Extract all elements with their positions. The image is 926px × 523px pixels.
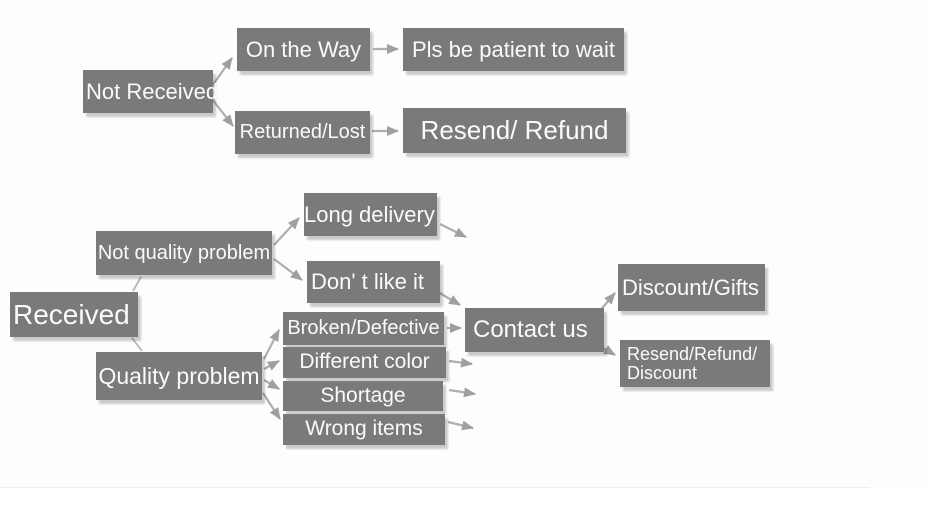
node-discount-gifts: Discount/Gifts bbox=[618, 264, 765, 311]
bottom-border-line bbox=[0, 487, 870, 488]
node-label: Not Received bbox=[86, 78, 219, 104]
node-resend-refund-discount: Resend/Refund/ Discount bbox=[620, 340, 770, 387]
node-not-received: Not Received bbox=[83, 70, 218, 113]
arrow-not-quality-to-dont-like bbox=[273, 258, 303, 281]
node-shortage: Shortage bbox=[283, 381, 443, 411]
arrow-not-received-to-returned-lost bbox=[211, 98, 234, 127]
node-broken-defective: Broken/Defective bbox=[283, 312, 444, 345]
node-resend-refund: Resend/ Refund bbox=[403, 108, 626, 153]
node-label-line2: Discount bbox=[627, 362, 698, 383]
node-label: Long delivery bbox=[304, 201, 435, 227]
arrow-not-received-to-on-the-way bbox=[211, 57, 233, 87]
arrow-wrong-items-out bbox=[447, 420, 474, 431]
node-label-line1: Resend/Refund/ bbox=[627, 343, 758, 364]
arrow-long-delivery-out bbox=[439, 223, 467, 238]
node-label: Don' t like it bbox=[311, 269, 425, 295]
line-received-to-quality bbox=[131, 337, 143, 352]
arrow-quality-to-shortage bbox=[263, 379, 280, 390]
node-different-color: Different color bbox=[283, 347, 446, 378]
node-label: Received bbox=[13, 298, 130, 330]
node-contact-us: Contact us bbox=[465, 308, 604, 352]
node-label: Wrong items bbox=[305, 417, 423, 441]
node-label: On the Way bbox=[245, 36, 362, 62]
node-label: Broken/Defective bbox=[287, 317, 440, 339]
arrow-quality-to-wrong-items bbox=[262, 392, 281, 420]
arrow-shortage-out bbox=[448, 387, 476, 398]
arrow-quality-to-broken bbox=[263, 329, 280, 360]
node-returned-lost: Returned/Lost bbox=[235, 111, 370, 154]
arrow-quality-to-different-color bbox=[263, 360, 280, 371]
node-received: Received bbox=[10, 292, 138, 337]
node-label: Contact us bbox=[473, 316, 588, 344]
node-pls-be-patient: Pls be patient to wait bbox=[403, 28, 624, 71]
node-quality-problem: Quality problem bbox=[96, 352, 262, 400]
node-wrong-items: Wrong items bbox=[283, 414, 445, 445]
node-long-delivery: Long delivery bbox=[304, 193, 437, 236]
node-on-the-way: On the Way bbox=[237, 28, 370, 71]
node-label: Quality problem bbox=[98, 362, 260, 389]
node-label: Pls be patient to wait bbox=[411, 36, 615, 62]
node-not-quality-problem: Not quality problem bbox=[96, 231, 272, 275]
node-dont-like-it: Don' t like it bbox=[307, 261, 440, 303]
node-label: Returned/Lost bbox=[239, 121, 366, 143]
arrow-not-quality-to-long-delivery bbox=[273, 217, 300, 246]
arrow-dont-like-to-contact-us bbox=[437, 291, 461, 306]
line-received-to-not-quality bbox=[132, 276, 142, 292]
node-label: Resend/Refund/ Discount bbox=[627, 343, 758, 383]
arrow-different-color-out bbox=[448, 357, 473, 368]
node-label: Not quality problem bbox=[97, 241, 271, 264]
node-label: Resend/ Refund bbox=[420, 114, 609, 145]
node-label: Shortage bbox=[320, 383, 406, 407]
node-label: Discount/Gifts bbox=[622, 274, 759, 300]
node-label: Different color bbox=[299, 350, 430, 374]
bottom-margin-strip bbox=[0, 488, 926, 523]
